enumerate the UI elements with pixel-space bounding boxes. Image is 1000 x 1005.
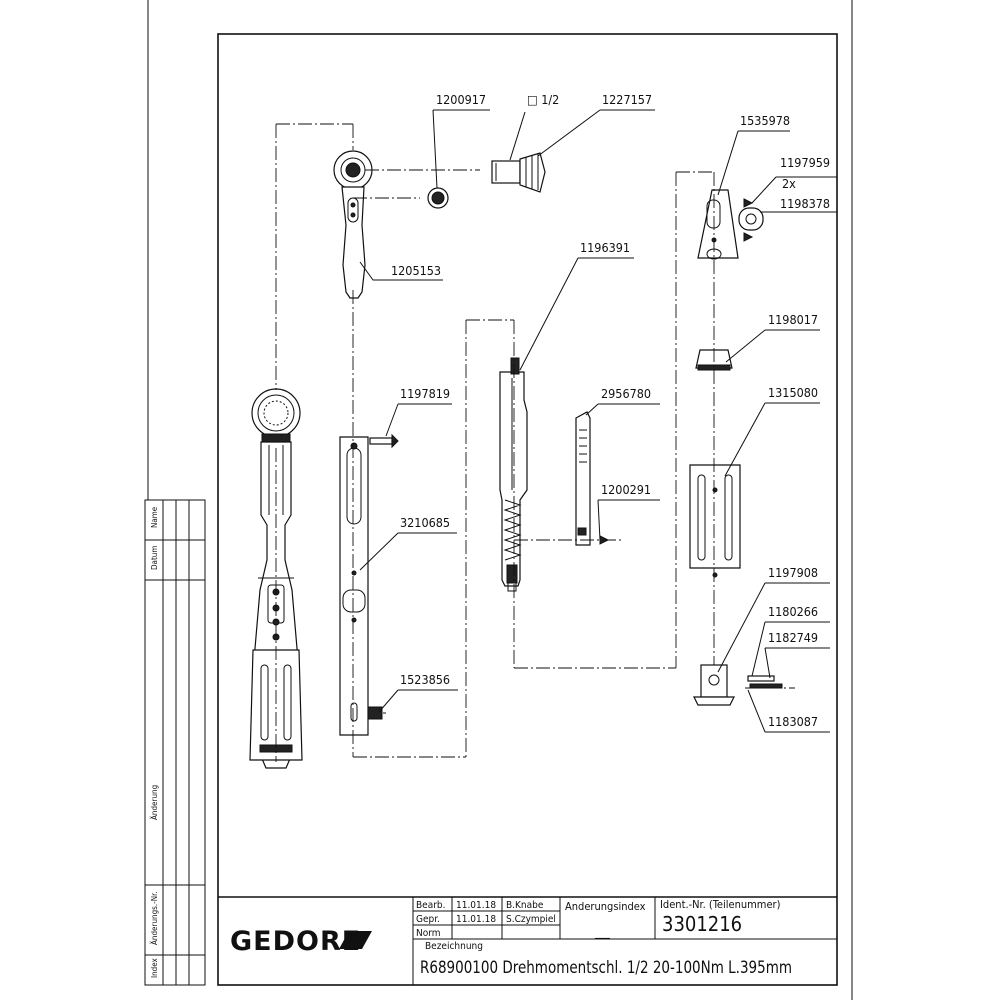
part-1197819-pin <box>369 433 399 449</box>
part-1200917-ring <box>427 187 449 209</box>
gepr-name: S.Czympiel <box>506 914 556 925</box>
label-part-1182749: 1182749 <box>768 630 818 645</box>
bearb-date: 11.01.18 <box>456 900 496 911</box>
side-label-index: Index <box>150 957 159 978</box>
aenderungsindex-label: Anderungsindex <box>565 900 646 913</box>
ident-number: 3301216 <box>662 912 742 936</box>
label-part-1523856: 1523856 <box>400 672 450 687</box>
gepr-label: Gepr. <box>416 914 440 925</box>
side-label-aenderung: Änderung <box>149 785 159 820</box>
label-part-1196391: 1196391 <box>580 240 630 255</box>
label-part-1197959: 1197959 <box>780 155 830 170</box>
part-1196391-mechanism <box>499 357 528 592</box>
label-part-1227157: 1227157 <box>602 92 652 107</box>
label-part-1200917: 1200917 <box>436 92 486 107</box>
part-1180266-pin <box>747 675 775 682</box>
bearb-label: Bearb. <box>416 900 446 911</box>
bezeichnung-label: Bezeichnung <box>425 941 483 952</box>
assembly-lines <box>275 123 795 758</box>
assembled-torque-wrench <box>249 388 303 769</box>
side-label-name: Name <box>150 506 159 528</box>
label-part-1197819: 1197819 <box>400 386 450 401</box>
norm-label: Norm <box>416 928 441 939</box>
label-drive-size: □ 1/2 <box>527 92 559 107</box>
label-part-1200291: 1200291 <box>601 482 651 497</box>
label-part-1183087: 1183087 <box>768 714 818 729</box>
part-1197959-pin <box>743 198 754 242</box>
aenderungsindex-value: ___ <box>594 926 611 939</box>
label-part-1535978: 1535978 <box>740 113 790 128</box>
part-1535978-bracket <box>697 189 739 260</box>
label-part-1198378: 1198378 <box>780 196 830 211</box>
drawing-frame <box>217 33 838 986</box>
leader-lines <box>359 109 837 733</box>
label-quantity-2x: 2x <box>782 176 796 191</box>
label-part-1180266: 1180266 <box>768 604 818 619</box>
label-part-1315080: 1315080 <box>768 385 818 400</box>
label-part-1205153: 1205153 <box>391 263 441 278</box>
part-1198378-plate <box>738 207 764 231</box>
label-part-1198017: 1198017 <box>768 312 818 327</box>
part-1197908-endcap <box>693 664 735 706</box>
bearb-name: B.Knabe <box>506 900 544 911</box>
part-1183087-pin <box>749 683 783 689</box>
label-part-3210685: 3210685 <box>400 515 450 530</box>
side-label-aenderungs-nr: Änderungs.-Nr. <box>149 891 159 945</box>
gepr-date: 11.01.18 <box>456 914 496 925</box>
part-3210685-tube <box>339 436 369 736</box>
label-part-1197908: 1197908 <box>768 565 818 580</box>
revision-side-block: Name Datum Änderung Änderungs.-Nr. Index <box>144 499 206 986</box>
part-1227157-square-drive <box>491 152 546 193</box>
ratchet-head <box>333 150 373 299</box>
side-label-datum: Datum <box>150 546 159 570</box>
label-part-2956780: 2956780 <box>601 386 651 401</box>
part-1523856-screw <box>367 706 386 720</box>
drawing-title: R68900100 Drehmomentschl. 1/2 20-100Nm L… <box>420 958 792 978</box>
ident-label: Ident.-Nr. (Teilenummer) <box>660 898 781 911</box>
gedore-logo: GEDORE <box>230 926 361 957</box>
part-1315080-handle <box>689 464 741 578</box>
part-2956780-scale <box>575 411 591 546</box>
title-block <box>218 896 837 985</box>
